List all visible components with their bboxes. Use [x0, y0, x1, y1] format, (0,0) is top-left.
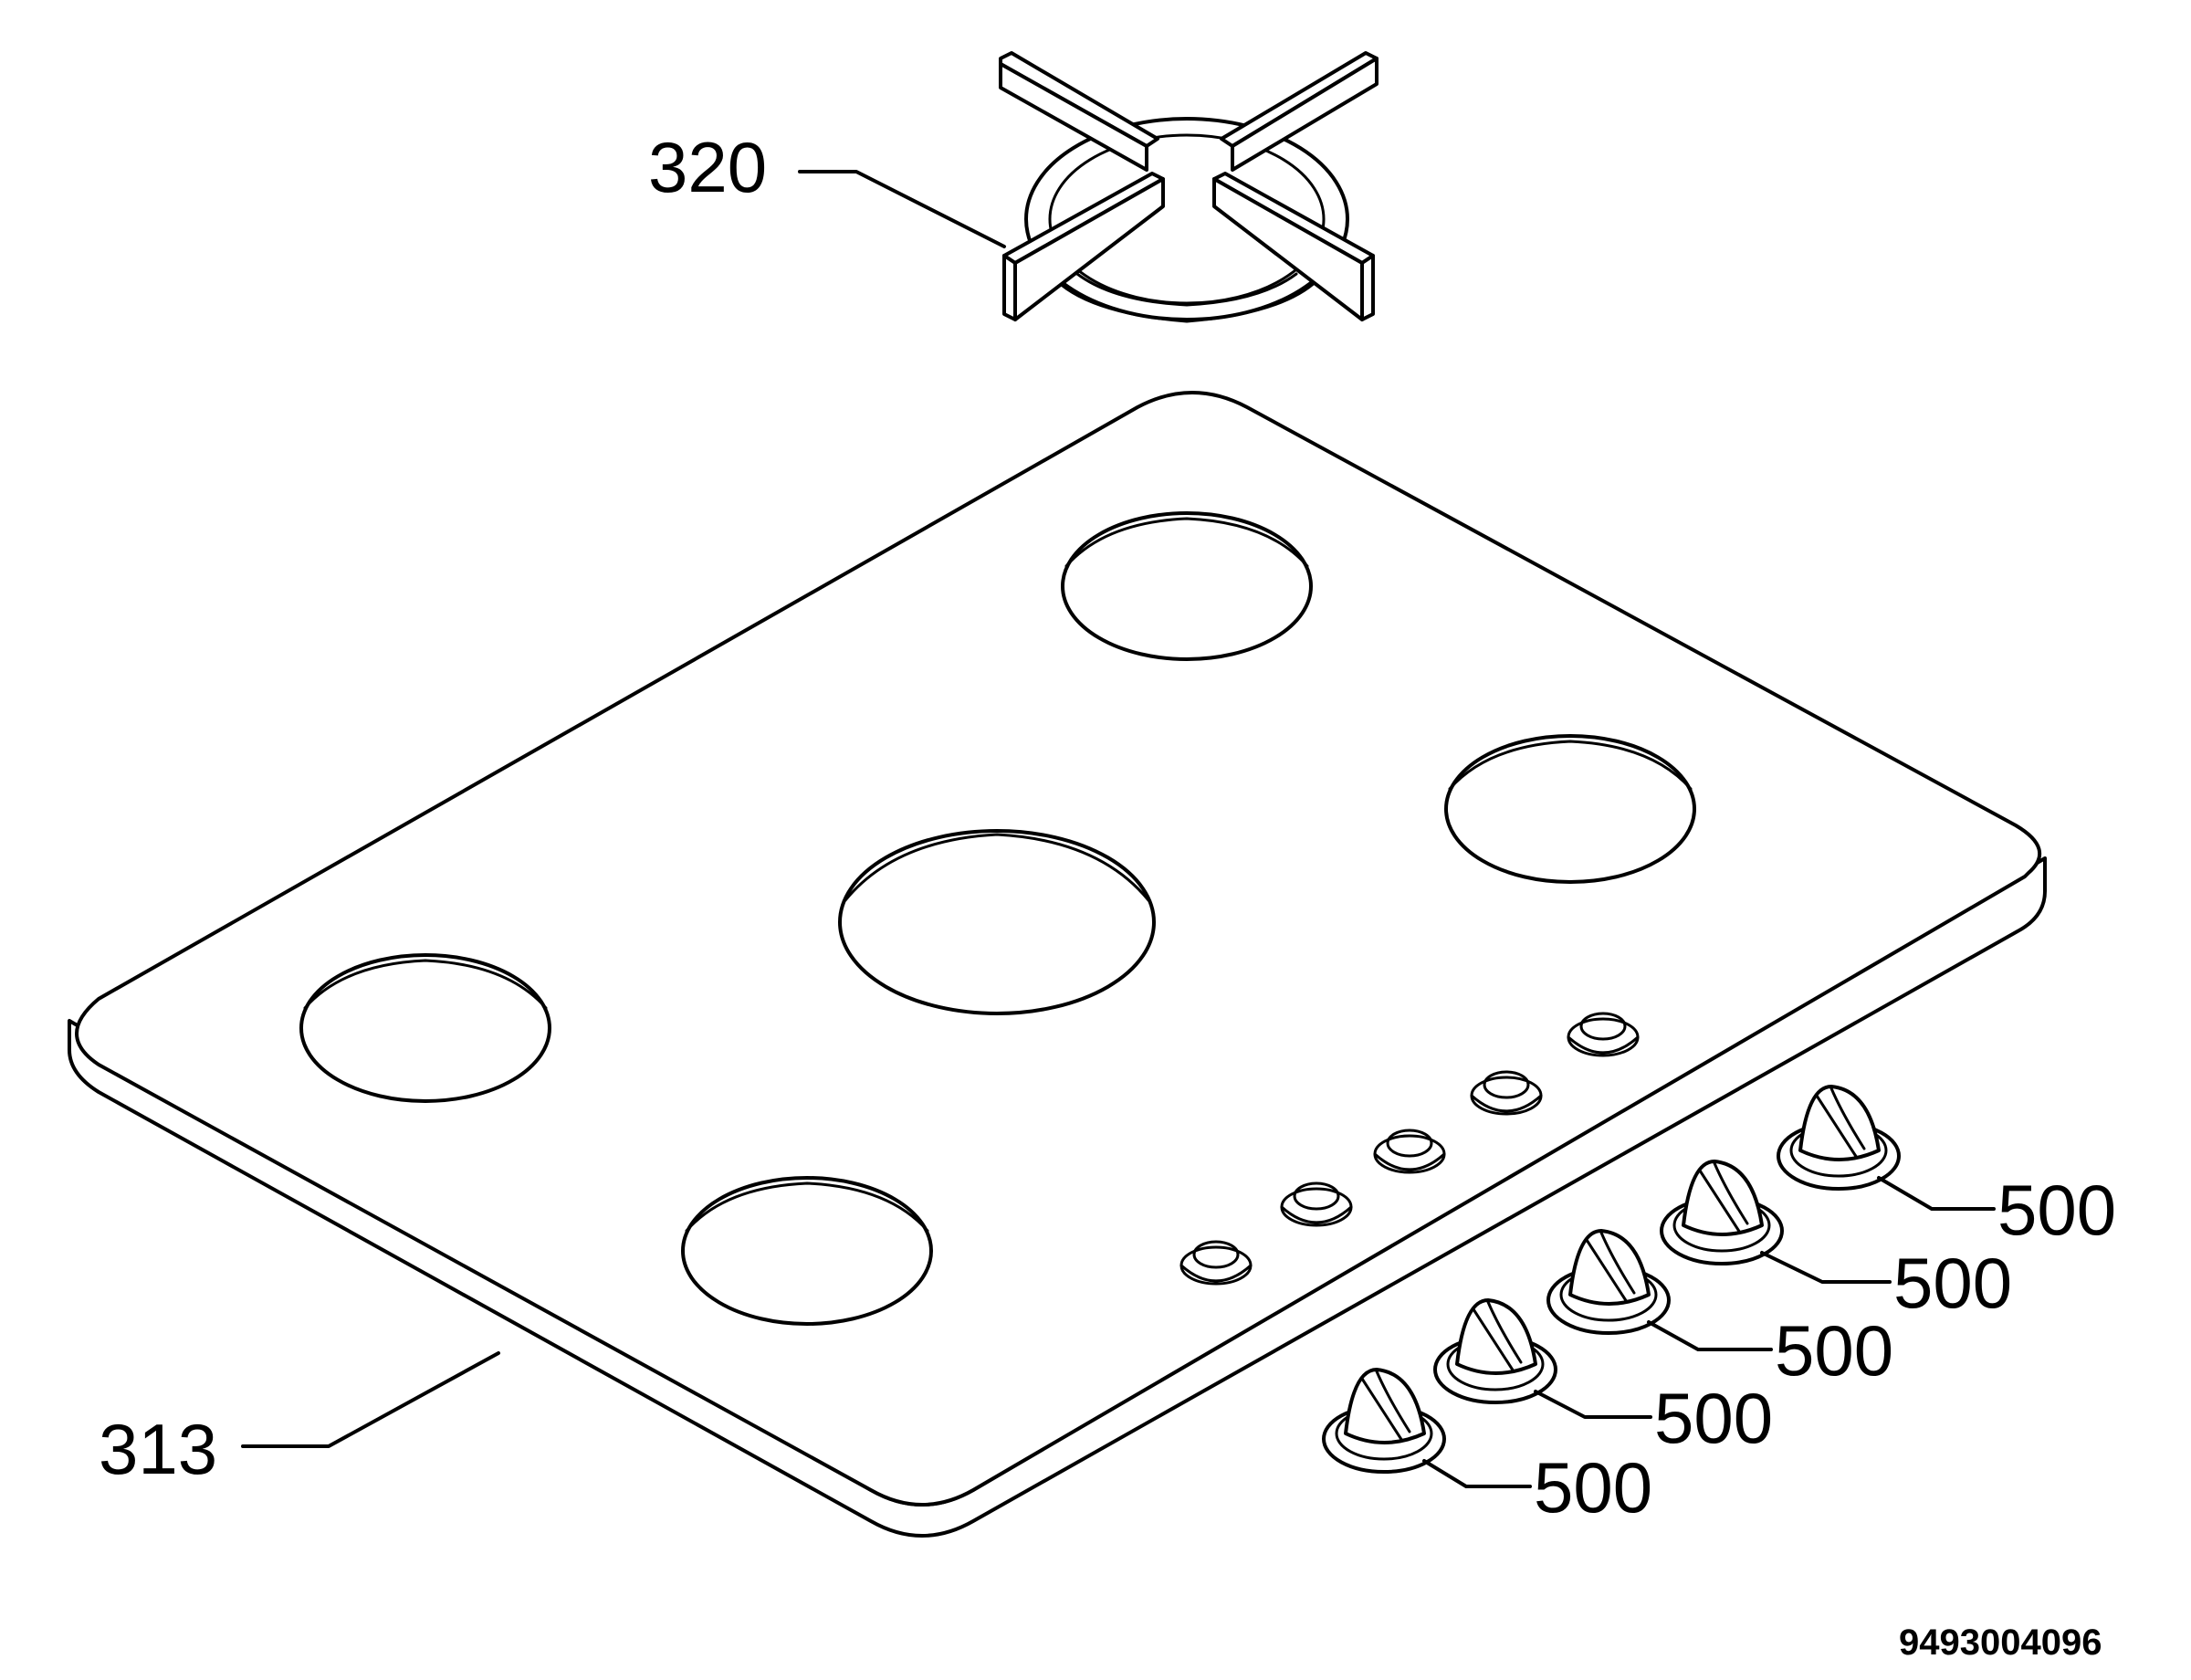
callout-313: 313: [99, 1409, 217, 1489]
leader-knob-5: [1877, 1176, 1996, 1211]
knob-4: [1660, 1160, 1784, 1265]
burner-hole-center: [838, 829, 1156, 1015]
pan-support-part: [999, 51, 1379, 323]
knob-2: [1433, 1298, 1557, 1404]
callout-knob-3: 500: [1775, 1310, 1893, 1391]
callout-knob-1: 500: [1534, 1447, 1652, 1528]
burner-hole-right: [1444, 734, 1696, 884]
hob-top-part: [68, 391, 2047, 1538]
burner-hole-left: [299, 953, 551, 1103]
document-number: 9493004096: [1899, 1622, 2102, 1663]
knob-3: [1546, 1229, 1671, 1335]
leader-knob-3: [1647, 1320, 1773, 1351]
burner-hole-rear: [1061, 511, 1313, 661]
callout-knob-4: 500: [1893, 1243, 2012, 1323]
knob-spindle-4: [1470, 1070, 1543, 1116]
burner-hole-front: [681, 1176, 933, 1326]
callout-knob-5: 500: [1997, 1170, 2116, 1250]
knob-1: [1322, 1368, 1446, 1474]
knob-spindle-2: [1280, 1181, 1353, 1227]
knob-spindle-3: [1373, 1129, 1446, 1174]
leader-313: [241, 1351, 500, 1448]
callout-320: 320: [648, 127, 767, 207]
leader-320: [798, 170, 1006, 248]
leader-knob-4: [1760, 1251, 1892, 1284]
leader-lines: [241, 170, 1996, 1488]
knob-spindle-1: [1179, 1240, 1253, 1286]
knob-5: [1777, 1085, 1901, 1191]
leader-knob-2: [1534, 1390, 1652, 1419]
leader-knob-1: [1422, 1459, 1532, 1488]
callout-knob-2: 500: [1654, 1378, 1773, 1458]
knob-spindle-5: [1567, 1012, 1640, 1057]
